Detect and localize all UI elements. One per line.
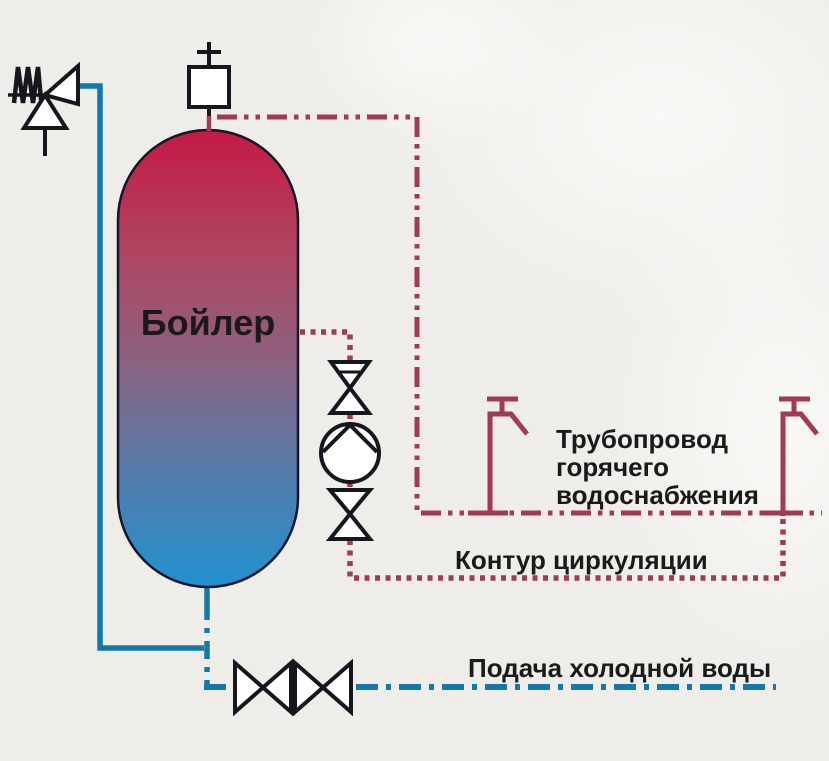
cold-water-label: Подача холодной воды xyxy=(468,653,771,683)
pump-impeller-chevron xyxy=(321,423,379,454)
shutoff-valve-icon xyxy=(325,488,375,541)
background-blob xyxy=(590,140,829,700)
circulation-pump-icon xyxy=(319,422,381,484)
air-vent-valve-icon xyxy=(187,42,231,131)
water-tap-icon-right xyxy=(763,396,819,516)
cold-water-piping xyxy=(78,83,776,690)
gate-valve-triangle xyxy=(293,658,327,717)
check-valve-icon xyxy=(326,360,374,415)
check-valve-triangle xyxy=(326,384,374,415)
safety-valve-branch-pipe xyxy=(78,83,204,651)
hot-supply-line xyxy=(217,114,822,516)
boiler-vessel xyxy=(116,128,300,589)
shutoff-valve-triangle xyxy=(325,510,375,541)
hot-water-piping xyxy=(217,114,822,516)
hot-water-label-line2: горячего xyxy=(556,452,669,482)
safety-relief-valve-icon xyxy=(8,61,80,156)
diagram-labels: Трубопровод горячего водоснабжения Конту… xyxy=(455,424,771,683)
hot-water-label-line1: Трубопровод xyxy=(556,424,728,454)
vent-body-box xyxy=(187,65,231,109)
boiler-tank: Бойлер xyxy=(116,128,300,589)
gate-valve-triangle xyxy=(259,658,293,717)
pump-body xyxy=(319,422,381,484)
gate-valve-triangle xyxy=(319,658,353,717)
spring-icon xyxy=(11,66,44,104)
circulation-label: Контур циркуляции xyxy=(455,545,708,575)
valve-body-triangle xyxy=(40,61,80,107)
double-gate-valve-icon xyxy=(233,658,353,717)
hot-water-label-line3: водоснабжения xyxy=(556,480,759,510)
boiler-label: Бойлер xyxy=(141,302,275,343)
shutoff-valve-triangle xyxy=(325,488,375,518)
water-tap-icon-left xyxy=(468,396,529,516)
gate-valve-triangle xyxy=(233,658,267,717)
background-blob xyxy=(290,0,570,150)
check-valve-triangle xyxy=(327,360,373,392)
